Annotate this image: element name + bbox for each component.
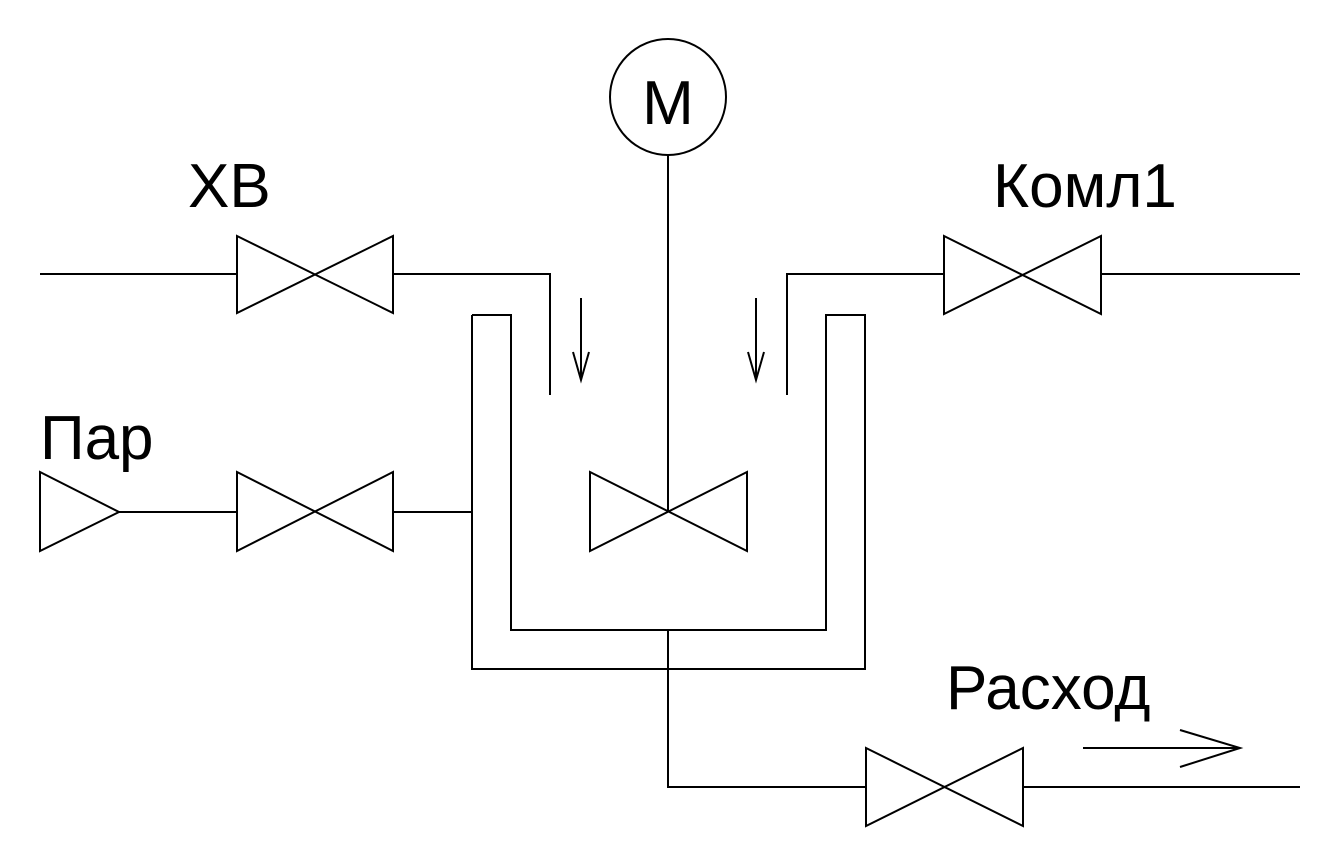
jacket-wall — [471, 314, 866, 670]
component-line: Комл1 — [747, 152, 1300, 395]
stirrer-impeller — [589, 470, 748, 553]
outflow-flow-arrow — [1083, 729, 1244, 768]
component-pipe-out — [786, 273, 944, 395]
outflow-valve[interactable] — [865, 746, 1024, 828]
steam-source-triangle — [39, 470, 122, 553]
cold-water-line: ХВ — [40, 152, 590, 395]
reactor-vessel — [471, 314, 866, 670]
cold-water-pipe-out — [393, 273, 551, 395]
outflow-line: Расход — [667, 630, 1300, 828]
outflow-pipe-in — [667, 630, 866, 788]
motor: М — [609, 38, 727, 156]
cold-water-label: ХВ — [188, 152, 271, 221]
cold-water-flow-arrow — [572, 298, 590, 384]
steam-valve[interactable] — [236, 470, 394, 553]
steam-label: Пар — [40, 404, 154, 473]
component-flow-arrow — [747, 298, 765, 384]
component-valve[interactable] — [943, 234, 1102, 316]
cold-water-valve[interactable] — [236, 234, 394, 315]
steam-line: Пар — [39, 404, 472, 553]
motor-label: М — [642, 69, 694, 138]
component-label: Комл1 — [993, 152, 1177, 221]
outflow-label: Расход — [946, 654, 1150, 723]
